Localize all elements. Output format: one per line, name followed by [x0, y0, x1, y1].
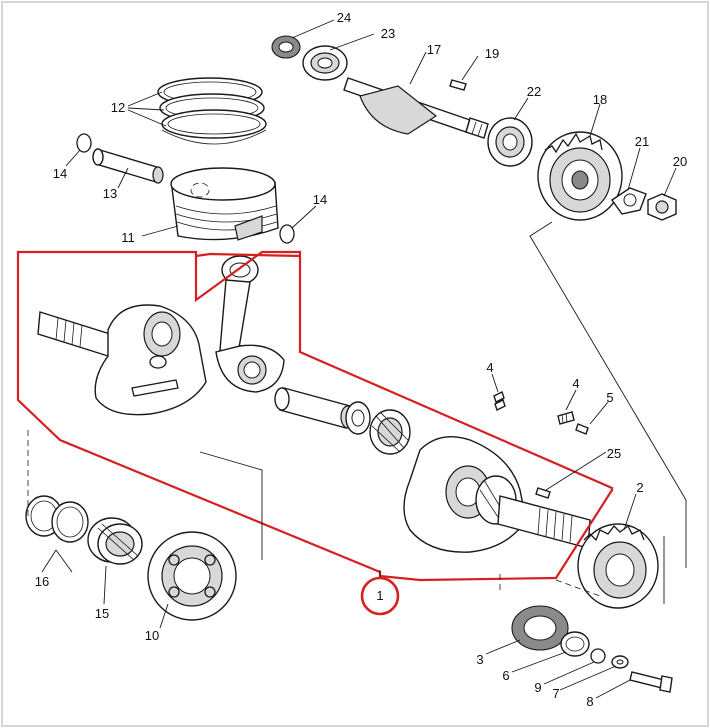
bearing-24 — [271, 35, 301, 59]
callout-15: 15 — [95, 606, 109, 621]
lock-washer-21 — [611, 187, 647, 215]
callout-18: 18 — [593, 92, 607, 107]
callout-23: 23 — [381, 26, 395, 41]
callout-9: 9 — [534, 680, 541, 695]
washer-6 — [560, 631, 590, 657]
cam-plate-3 — [511, 605, 569, 651]
piston — [170, 167, 279, 241]
part-1-highlight-circle — [360, 576, 400, 616]
bearing-22 — [487, 117, 533, 167]
crankshaft-left-half — [37, 304, 207, 416]
callout-12: 12 — [111, 100, 125, 115]
callout-14a: 14 — [53, 166, 67, 181]
guide-line-right — [529, 221, 687, 568]
thrust-washer — [345, 401, 371, 435]
callout-19: 19 — [485, 46, 499, 61]
washer-7 — [611, 655, 629, 669]
crankshaft-highlight-outline — [16, 250, 614, 582]
callout-13: 13 — [103, 186, 117, 201]
circlip-right — [279, 224, 295, 244]
oil-seal-15 — [87, 517, 143, 565]
needle-bearing — [369, 409, 411, 455]
highlight-segment — [195, 252, 301, 258]
callout-17: 17 — [427, 42, 441, 57]
callout-5: 5 — [606, 390, 613, 405]
balancer-shaft — [343, 77, 489, 139]
callout-2: 2 — [636, 480, 643, 495]
callout-22: 22 — [527, 84, 541, 99]
callout-6: 6 — [502, 668, 509, 683]
callout-25: 25 — [607, 446, 621, 461]
callout-20: 20 — [673, 154, 687, 169]
callout-11: 11 — [121, 230, 135, 245]
crankshaft-right-half — [403, 436, 591, 553]
piston-rings — [157, 77, 267, 145]
woodruff-key-19 — [449, 79, 467, 91]
leader-lines — [41, 19, 677, 699]
piston-pin — [92, 148, 164, 184]
circlip-left — [76, 133, 92, 153]
callout-16: 16 — [35, 574, 49, 589]
balancer-gear-18 — [537, 131, 623, 221]
callout-3: 3 — [476, 652, 483, 667]
seal-rings-16 — [25, 495, 89, 543]
crank-pin — [274, 387, 356, 429]
callout-14b: 14 — [313, 192, 327, 207]
primary-gear-2 — [577, 523, 659, 609]
bearing-23 — [302, 45, 348, 81]
washer-9 — [590, 648, 606, 664]
connecting-rod — [215, 255, 285, 393]
bolt-8 — [629, 671, 673, 693]
nut-20 — [647, 193, 677, 221]
callout-4b: 4 — [572, 376, 579, 391]
callout-1: 1 — [376, 588, 383, 603]
callout-10: 10 — [145, 628, 159, 643]
crank-springs — [493, 391, 589, 499]
callout-7: 7 — [552, 686, 559, 701]
main-bearing-10 — [147, 531, 237, 621]
callout-21: 21 — [635, 134, 649, 149]
callout-8: 8 — [586, 694, 593, 709]
callout-4a: 4 — [486, 360, 493, 375]
callout-24: 24 — [337, 10, 351, 25]
